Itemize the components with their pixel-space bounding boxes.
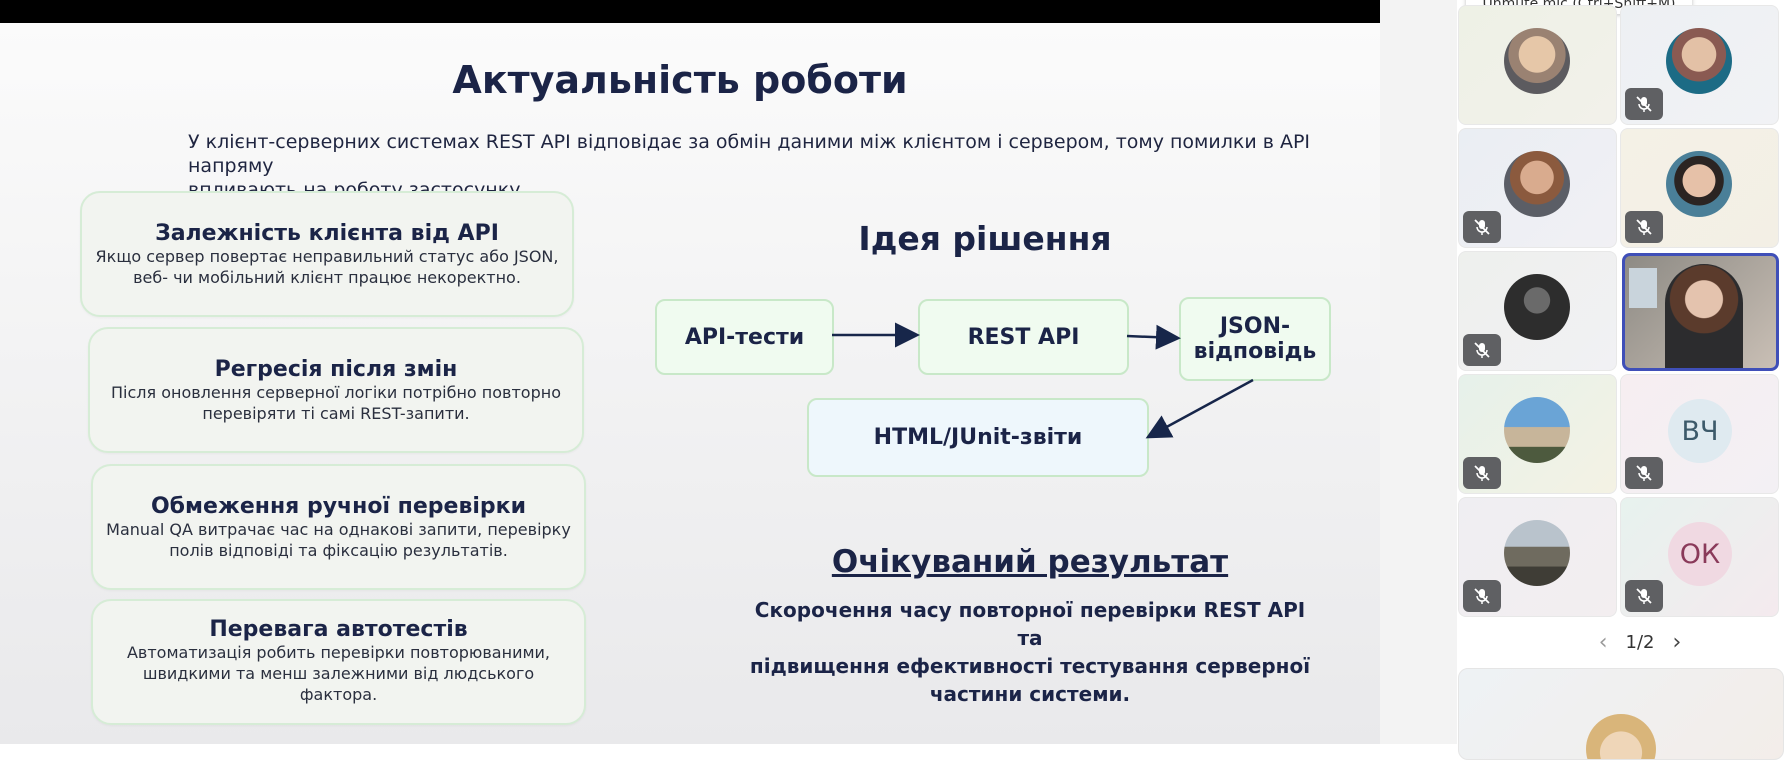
card-title: Обмеження ручної перевірки	[150, 494, 527, 519]
card-regression: Регресія після змін Після оновлення серв…	[88, 327, 584, 453]
slide-title: Актуальність роботи	[452, 58, 908, 102]
diagram-node-reports: HTML/JUnit-звіти	[807, 398, 1149, 477]
avatar	[1666, 28, 1732, 94]
diagram-node-json-response: JSON- відповідь	[1179, 297, 1331, 381]
diagram-arrows	[832, 322, 1254, 439]
mic-muted-icon	[1625, 457, 1663, 489]
participant-tile[interactable]	[1458, 128, 1617, 248]
mic-muted-icon	[1463, 334, 1501, 366]
avatar	[1504, 520, 1570, 586]
card-title: Регресія після змін	[214, 357, 458, 382]
page-indicator: 1/2	[1625, 631, 1655, 653]
card-title: Залежність клієнта від API	[155, 221, 499, 246]
initials-avatar: ОК	[1668, 522, 1732, 586]
arrow-json-to-reports	[1145, 378, 1254, 439]
participant-tile-video-active[interactable]	[1622, 253, 1779, 371]
card-text-line: полів відповіді та фіксацію результатів.	[169, 541, 508, 560]
mic-muted-icon	[1463, 457, 1501, 489]
card-text-line: Якщо сервер повертає неправильний статус…	[95, 247, 559, 266]
card-text-line: швидкими та менш залежними від людського	[142, 664, 535, 683]
diagram-node-rest-api: REST API	[918, 299, 1129, 375]
mic-muted-icon	[1463, 211, 1501, 243]
intro-line-1: У клієнт-серверних системах REST API від…	[188, 131, 1311, 177]
card-title: Перевага автотестів	[209, 617, 468, 642]
json-line-1: JSON-	[1219, 314, 1291, 339]
next-page-chevron-icon[interactable]: ›	[1672, 629, 1682, 655]
video-person	[1665, 264, 1743, 368]
participant-tile[interactable]	[1458, 497, 1617, 617]
participant-tile[interactable]	[1620, 5, 1779, 125]
participant-tile[interactable]: ВЧ	[1620, 374, 1779, 494]
card-text-line: фактора.	[299, 685, 378, 704]
participant-tile[interactable]	[1620, 128, 1779, 248]
avatar	[1504, 274, 1570, 340]
result-line-1: Скорочення часу повторної перевірки REST…	[754, 598, 1306, 650]
idea-title: Ідея рішення	[858, 219, 1112, 258]
avatar	[1504, 28, 1570, 94]
card-autotests-advantage: Перевага автотестів Автоматизація робить…	[91, 599, 586, 725]
arrow-api-to-json	[1126, 324, 1181, 350]
avatar	[1504, 151, 1570, 217]
card-text-line: перевіряти ті самі REST-запити.	[202, 404, 470, 423]
participant-tile[interactable]: ОК	[1620, 497, 1779, 617]
participants-pager: ‹ 1/2 ›	[1560, 628, 1720, 656]
mic-muted-icon	[1625, 88, 1663, 120]
prev-page-chevron-icon[interactable]: ‹	[1598, 629, 1608, 655]
participant-tile[interactable]	[1458, 5, 1617, 125]
avatar	[1666, 151, 1732, 217]
result-text: Скорочення часу повторної перевірки REST…	[740, 596, 1320, 708]
participant-tile[interactable]	[1458, 251, 1617, 371]
json-line-2: відповідь	[1193, 339, 1317, 364]
initials-avatar: ВЧ	[1668, 399, 1732, 463]
result-line-2: підвищення ефективності тестування серве…	[749, 654, 1311, 678]
card-text-line: Після оновлення серверної логіки потрібн…	[111, 383, 561, 402]
video-window	[1629, 268, 1657, 308]
avatar	[1504, 397, 1570, 463]
self-view-tile[interactable]	[1458, 668, 1784, 760]
card-text-line: Manual QA витрачає час на однакові запит…	[106, 520, 571, 539]
result-title: Очікуваний результат	[831, 544, 1229, 580]
card-client-dependency: Залежність клієнта від API Якщо сервер п…	[80, 191, 574, 317]
panel-gutter	[1380, 0, 1457, 744]
presentation-slide: Актуальність роботи У клієнт-серверних с…	[0, 23, 1380, 744]
mic-muted-icon	[1625, 211, 1663, 243]
mic-muted-icon	[1463, 580, 1501, 612]
card-text-line: веб- чи мобільний клієнт працює некорект…	[133, 268, 521, 287]
participant-tile[interactable]	[1458, 374, 1617, 494]
mic-muted-icon	[1625, 580, 1663, 612]
card-text-line: Автоматизація робить перевірки повторюва…	[126, 643, 551, 662]
card-manual-limits: Обмеження ручної перевірки Manual QA вит…	[91, 464, 586, 590]
presentation-top-bar	[0, 0, 1380, 23]
diagram-node-api-tests: API-тести	[655, 299, 834, 375]
result-line-3: частини системи.	[929, 682, 1131, 706]
self-avatar	[1586, 714, 1656, 759]
